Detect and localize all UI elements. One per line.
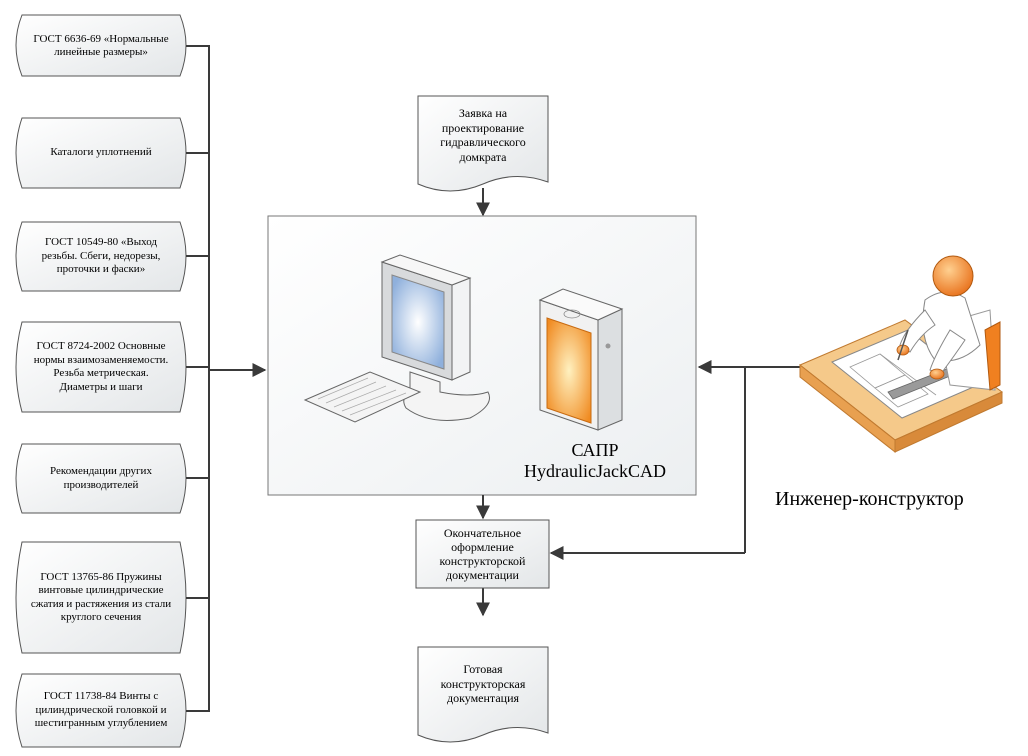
source-shape-5 bbox=[15, 443, 187, 514]
request-doc-label: Заявка на проектирование гидравлического… bbox=[440, 106, 526, 164]
final-process-label: Окончательное оформление конструкторской… bbox=[439, 526, 526, 582]
final-process-box bbox=[415, 519, 550, 589]
process-connectors bbox=[476, 360, 800, 617]
output-doc-shape bbox=[417, 646, 549, 743]
source-shape-6 bbox=[15, 541, 187, 654]
source-shape-3 bbox=[15, 221, 187, 292]
source-label-6: ГОСТ 13765-86 Пружины винтовые цилиндрич… bbox=[30, 570, 172, 624]
source-label-7: ГОСТ 11738-84 Винты с цилиндрической гол… bbox=[34, 690, 168, 730]
engineer-icon bbox=[799, 255, 1003, 454]
cad-label-line1: САПР bbox=[571, 440, 619, 460]
request-doc-shape bbox=[417, 95, 549, 192]
output-doc-label: Готовая конструкторская документация bbox=[440, 662, 526, 706]
source-shape-4 bbox=[15, 321, 187, 413]
engineer-label: Инженер-конструктор bbox=[775, 488, 964, 510]
source-shape-1 bbox=[15, 14, 187, 77]
source-shapes bbox=[15, 14, 187, 748]
cad-panel bbox=[267, 215, 697, 496]
computer-icon bbox=[303, 254, 490, 423]
source-label-2: Каталоги уплотнений bbox=[50, 146, 152, 159]
source-label-5: Рекомендации других производителей bbox=[50, 465, 152, 491]
source-label-4: ГОСТ 8724-2002 Основные нормы взаимозаме… bbox=[33, 340, 169, 393]
server-icon bbox=[538, 288, 624, 431]
source-label-3: ГОСТ 10549-80 «Выход резьбы. Сбеги, недо… bbox=[41, 236, 161, 276]
source-connectors bbox=[186, 45, 267, 712]
source-shape-2 bbox=[15, 117, 187, 189]
cad-label-line2: HydraulicJackCAD bbox=[524, 461, 666, 481]
source-shape-7 bbox=[15, 673, 187, 748]
source-label-1: ГОСТ 6636-69 «Нормальные линейные размер… bbox=[33, 32, 169, 59]
